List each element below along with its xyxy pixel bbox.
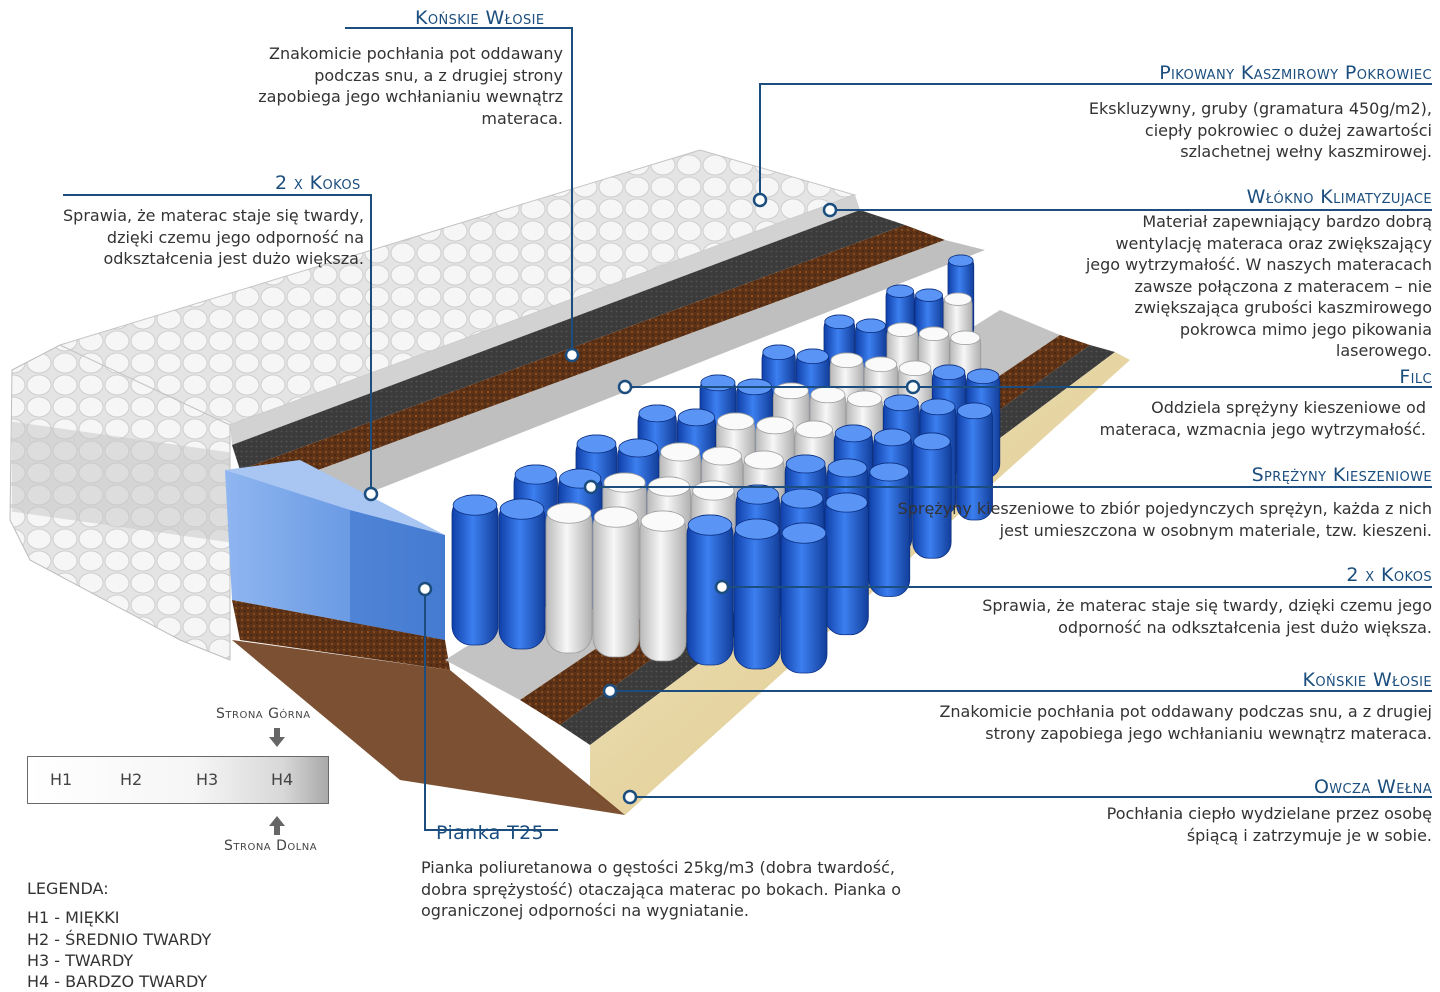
scale-cell-h4: H4 — [271, 770, 294, 789]
desc-line: zawsze połączona z materacem – nie — [1134, 276, 1432, 296]
desc-line: materaca, wzmacnia jego wytrzymałość. — [1099, 419, 1426, 439]
foam-block-face — [350, 510, 445, 650]
arrow-up-icon — [269, 816, 285, 826]
top-side-label: Strona Górna — [216, 706, 311, 722]
pocket-spring-white — [592, 506, 640, 658]
desc-sheep-wool: Pochłania ciepło wydzielane przez osobę … — [1012, 803, 1432, 846]
layer-felt-top — [250, 240, 985, 520]
pocket-spring-white — [639, 510, 687, 662]
firmness-scale: H1 H2 H3 H4 — [27, 756, 329, 804]
pocket-spring-blue — [824, 492, 869, 636]
title-climate-fiber: Włókno Klimatyzujace — [1246, 186, 1432, 208]
desc-line: materaca. — [481, 108, 563, 128]
foam-block-top — [225, 460, 445, 535]
leader-lines — [63, 27, 1432, 831]
desc-top-coconut: Sprawia, że materac staje się twardy, dz… — [14, 205, 364, 270]
scale-arrows — [269, 728, 285, 835]
layer-base-edge — [232, 640, 625, 815]
desc-line: dzięki czemu jego odporność na — [106, 227, 364, 247]
desc-bottom-horsehair: Znakomicie pochłania pot oddawany podcza… — [872, 701, 1432, 744]
title-bottom-coconut: 2 x Kokos — [1346, 564, 1432, 586]
desc-line: Sprężyny kieszeniowe to zbiór pojedynczy… — [897, 499, 1432, 518]
desc-line: jego wytrzymałość. W naszych materacach — [1085, 255, 1432, 274]
desc-top-horsehair: Znakomicie pochłania pot oddawany podcza… — [200, 43, 563, 129]
pocket-spring-blue — [498, 498, 546, 650]
pocket-spring-blue — [912, 432, 952, 559]
legend-item: H4 - BARDZO TWARDY — [27, 972, 208, 991]
desc-line: Pochłania ciepło wydzielane przez osobę — [1106, 804, 1432, 823]
pocket-springs-group — [451, 254, 1001, 674]
desc-climate-fiber: Materiał zapewniający bardzo dobrą wenty… — [1012, 211, 1432, 362]
pocket-spring-blue — [733, 518, 781, 670]
layer-coconut-bottom-edge — [232, 600, 450, 670]
leader-dots — [363, 192, 921, 805]
desc-line: Oddziela sprężyny kieszeniowe od — [1151, 398, 1426, 417]
title-cover: Pikowany Kaszmirowy Pokrowiec — [1159, 62, 1432, 84]
scale-cell-h1: H1 — [50, 770, 73, 789]
desc-cover: Ekskluzywny, gruby (gramatura 450g/m2), … — [1012, 98, 1432, 163]
pocket-spring-blue — [956, 402, 993, 521]
desc-line: szlachetnej wełny kaszmirowej. — [1180, 142, 1432, 161]
desc-foam: Pianka poliuretanowa o gęstości 25kg/m3 … — [421, 857, 981, 922]
title-top-horsehair: Końskie Włosie — [415, 7, 545, 29]
desc-line: ciepły pokrowiec o dużej zawartości — [1144, 120, 1432, 140]
layer-coconut-top — [240, 225, 945, 495]
legend-item: H2 - ŚREDNIO TWARDY — [27, 930, 212, 949]
desc-line: dobra sprężystość) otaczająca materac po… — [421, 879, 902, 899]
title-pocket-springs: Sprężyny Kieszeniowe — [1251, 464, 1432, 486]
desc-bottom-coconut: Sprawia, że materac staje się twardy, dz… — [912, 595, 1432, 638]
desc-line: Znakomicie pochłania pot oddawany — [268, 44, 563, 63]
pocket-spring-blue — [451, 494, 499, 646]
desc-line: podczas snu, a z drugiej strony — [314, 65, 563, 85]
scale-cell-h3: H3 — [196, 770, 219, 789]
pocket-spring-blue — [868, 462, 911, 597]
pocket-spring-blue — [686, 514, 734, 666]
desc-line: odporność na odkształcenia jest dużo wię… — [1058, 617, 1432, 637]
desc-line: ograniczonej odporności na wygniatanie. — [421, 901, 749, 920]
arrow-down-icon — [269, 737, 285, 747]
title-foam: Pianka T25 — [436, 822, 545, 844]
desc-line: strony zapobiega jego wchłanianiu wewnąt… — [985, 723, 1432, 743]
legend-heading: LEGENDA: — [27, 879, 109, 898]
layer-horsehair-top — [232, 210, 905, 470]
desc-pocket-springs: Sprężyny kieszeniowe to zbiór pojedynczy… — [832, 498, 1432, 541]
desc-line: Sprawia, że materac staje się twardy, dz… — [982, 596, 1432, 615]
title-sheep-wool: Owcza Wełna — [1313, 776, 1432, 798]
desc-line: pokrowca mimo jego pikowania — [1179, 319, 1432, 339]
desc-line: odkształcenia jest dużo większa. — [103, 249, 364, 268]
cover-edge — [230, 195, 860, 445]
desc-line: Sprawia, że materac staje się twardy, — [63, 206, 364, 225]
pocket-spring-white — [545, 502, 593, 654]
scale-cell-h2: H2 — [120, 770, 143, 789]
bottom-side-label: Strona Dolna — [224, 838, 318, 854]
title-bottom-horsehair: Końskie Włosie — [1302, 669, 1432, 691]
desc-line: śpiącą i zatrzymuje je w sobie. — [1186, 825, 1432, 845]
desc-line: wentylację materaca oraz zwiększający — [1115, 233, 1432, 253]
desc-line: zwiększająca grubości kaszmirowego — [1134, 298, 1432, 317]
desc-felt: Oddziela sprężyny kieszeniowe od materac… — [1006, 397, 1426, 440]
desc-line: Znakomicie pochłania pot oddawany podcza… — [939, 702, 1432, 721]
desc-line: Materiał zapewniający bardzo dobrą — [1142, 212, 1432, 231]
desc-line: zapobiega jego wchłanianiu wewnątrz — [258, 87, 563, 106]
title-top-coconut: 2 x Kokos — [275, 172, 361, 194]
title-felt: Filc — [1399, 366, 1432, 388]
pocket-spring-blue — [780, 522, 828, 674]
desc-line: Pianka poliuretanowa o gęstości 25kg/m3 … — [421, 858, 895, 877]
desc-line: jest umieszczona w osobnym materiale, tz… — [999, 520, 1432, 540]
desc-line: laserowego. — [1335, 341, 1432, 360]
side-band — [12, 421, 230, 543]
legend-item: H3 - TWARDY — [27, 951, 134, 970]
desc-line: Ekskluzywny, gruby (gramatura 450g/m2), — [1088, 99, 1432, 118]
legend-item: H1 - MIĘKKI — [27, 908, 120, 927]
